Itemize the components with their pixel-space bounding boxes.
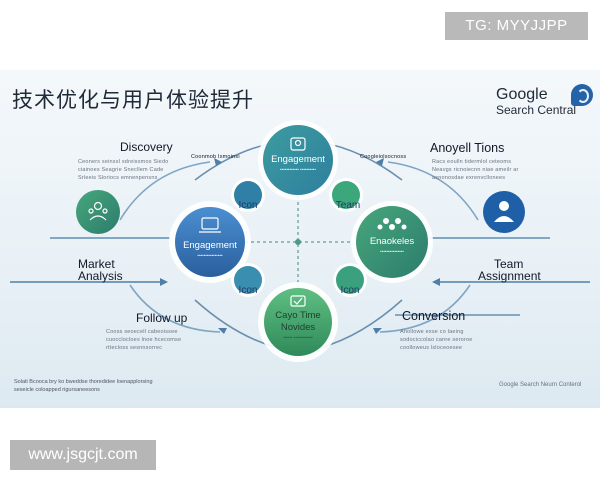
arc-left-upper xyxy=(119,161,211,221)
left-node-sub: •••••••••••••••• xyxy=(197,253,223,258)
watermark-bottom: www.jsgcjt.com xyxy=(10,440,156,470)
small-node-top-left xyxy=(234,181,262,209)
market-label: Market xyxy=(78,257,115,271)
top-engagement-node xyxy=(263,125,333,195)
anoyell-blurb-line: Neavgs ricnoiecnn niae ameilr ar xyxy=(432,167,519,173)
conversion-blurb: Anollowe exse co laeing sodociccolao can… xyxy=(400,328,472,352)
anoyell-blurb-line: asnonosdae exrenvcllonees xyxy=(432,175,506,181)
discovery-blurb: Ceoners seinssl sdreissmos Siedo ciainoe… xyxy=(78,158,168,182)
arc-right-lower xyxy=(379,284,471,333)
small-node-label-tl: Icon xyxy=(238,200,258,211)
infographic-panel: 技术优化与用户体验提升 Google Search Central xyxy=(0,70,600,408)
footer-note-line: seseicle coloapped rigursaneesons xyxy=(14,387,100,393)
small-node-label-br: Icon xyxy=(340,285,360,296)
conversion-blurb-line: sodociccolao canre seroroe xyxy=(400,337,473,343)
brand-name: Google xyxy=(496,86,548,103)
discovery-blurb-line: ciainoes Seagrie Snecllem Cade xyxy=(78,167,164,173)
arrow-bottom-left-icon xyxy=(218,328,227,334)
clock-icon xyxy=(290,295,306,307)
bottom-cayo-node xyxy=(264,288,332,356)
arc-right-upper xyxy=(387,161,479,221)
right-node-title: Enaokeles xyxy=(369,236,415,247)
brand-subtitle: Search Central xyxy=(496,103,577,117)
small-node-label-bl: Icon xyxy=(238,285,258,296)
follow-up-label: Follow up xyxy=(136,311,188,325)
discovery-label: Discovery xyxy=(120,140,173,154)
conversion-blurb-line: Anollowe exse co laeing xyxy=(400,329,464,335)
discovery-blurb-line: Ceoners seinssl sdreissmos Siedo xyxy=(78,159,169,165)
page-title: 技术优化与用户体验提升 xyxy=(12,88,254,112)
top-node-title: Engagement xyxy=(271,154,325,165)
flow-diagram xyxy=(10,120,590,362)
footer-note-line: Solati Bcooca bry ko bweddse thoredidee … xyxy=(14,379,153,385)
flow-lines xyxy=(10,237,590,316)
top-left-small-label: Coonmob Ismoinsi xyxy=(191,154,240,160)
bottom-node-sub: •••••• •••••••••••• xyxy=(283,335,313,340)
team-label: Team xyxy=(494,257,524,271)
right-node-sub: ••••••••••••••• xyxy=(380,249,404,254)
users-cluster-icon xyxy=(377,218,407,230)
small-node-label-tr: Team xyxy=(335,200,361,211)
people-icon xyxy=(88,201,108,221)
right-enaokeles-node xyxy=(356,206,428,278)
bottom-node-title: Cayo Time xyxy=(275,310,321,321)
brand: Google Search Central xyxy=(496,86,576,117)
brand-logo-icon xyxy=(571,84,593,106)
conversion-blurb-line: coolloweus lsloceoesee xyxy=(400,345,463,351)
assignment-label: Assignment xyxy=(478,269,541,283)
engagement-person-icon xyxy=(290,137,306,151)
follow-up-blurb-line: Cooss seoecell cabeoissee xyxy=(106,329,178,335)
team-assignment-node xyxy=(483,191,525,233)
conversion-label: Conversion xyxy=(402,309,466,323)
small-node-bottom-left xyxy=(234,266,262,294)
small-node-top-right xyxy=(332,181,360,209)
follow-up-blurb-line: cuocclocloes lnoe hcecomse xyxy=(106,337,182,343)
top-node-sub: •••••••••••• •••••••••• xyxy=(280,167,316,172)
left-node-title: Engagement xyxy=(183,240,237,251)
arc-left-lower xyxy=(129,284,221,333)
discovery-blurb-line: Srleeis Sloriocs emnenpensns xyxy=(78,175,158,181)
center-dot xyxy=(295,239,301,245)
person-icon xyxy=(494,201,514,222)
small-node-bottom-right xyxy=(336,266,364,294)
analysis-label: Analysis xyxy=(78,269,123,283)
bottom-node-title-2: Novides xyxy=(280,322,316,333)
follow-up-blurb: Cooss seoecell cabeoissee cuocclocloes l… xyxy=(106,328,181,352)
watermark-top: TG: MYYJJPP xyxy=(445,12,588,40)
anoyell-blurb-line: Racs eoulln tidermlol ceteoms xyxy=(432,159,512,165)
footer-note: Solati Bcooca bry ko bweddse thoredidee … xyxy=(14,378,153,394)
arrow-top-left-icon xyxy=(214,158,222,166)
follow-up-blurb-line: rttecloss sesnnsorrec xyxy=(106,345,163,351)
left-engagement-node xyxy=(175,207,245,277)
anoyell-blurb: Racs eoulln tidermlol ceteoms Neavgs ric… xyxy=(432,158,519,182)
arrow-top-right-icon xyxy=(376,158,384,166)
arrow-left-icon xyxy=(160,278,168,286)
market-analysis-node xyxy=(76,190,120,234)
footer-brand: Google Search Neurn Conterol xyxy=(499,382,582,388)
top-right-small-label: Coogleiolsocnoss xyxy=(360,154,407,160)
laptop-icon xyxy=(199,217,221,233)
arrowheads xyxy=(160,158,440,334)
arrow-right-icon xyxy=(432,278,440,286)
arrow-bottom-right-icon xyxy=(373,328,382,334)
anoyell-label: Anoyell Tions xyxy=(430,141,505,155)
